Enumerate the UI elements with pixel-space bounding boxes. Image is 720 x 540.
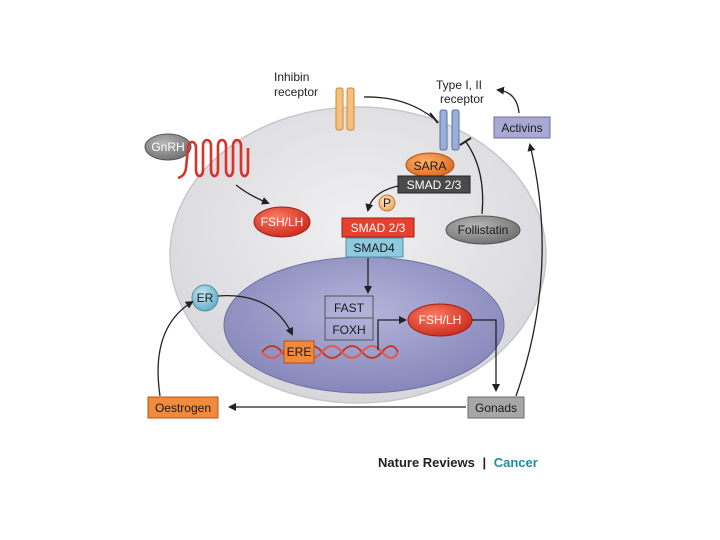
inhibin-receptor-icon [335,87,355,131]
oestrogen-node: Oestrogen [147,396,219,419]
type-receptor-label: Type I, II receptor [436,78,485,106]
follistatin-inhibition [465,141,484,215]
phosphate-node: P [378,194,396,212]
phosphate-label: P [383,196,391,210]
gnrh-label: GnRH [151,140,184,154]
gonads-to-activins-arrow [515,143,543,397]
follistatin-node: Follistatin [445,215,521,245]
journal-section: Cancer [494,455,538,470]
inhibin-to-receptor-inhibition [363,96,434,119]
smad4-node: SMAD4 [345,237,404,258]
fshlh-nuc-node: FSH/LH [407,303,473,337]
ere-node: ERE [283,340,315,364]
smad4-label: SMAD4 [353,241,395,255]
activins-to-receptor-arrow [496,86,520,114]
activins-node: Activins [493,116,551,139]
type-receptor-icon [439,109,460,151]
journal-credit: Nature Reviews | Cancer [378,455,538,470]
fshlh-to-gonads-arrow [472,319,500,392]
transcription-arrow [377,316,407,350]
gnrh-to-fshlh-arrow [235,184,270,205]
fshlh-cyto-label: FSH/LH [261,215,304,229]
fast-foxh-box: FAST FOXH [324,295,374,341]
er-label: ER [197,291,214,305]
smad23-top-node: SMAD 2/3 [397,175,471,194]
sara-node: SARA [405,152,455,178]
gnrh-receptor-icon [184,138,250,178]
foxh-label: FOXH [332,323,365,337]
oestrogen-to-er-arrow [157,300,194,397]
gonads-label: Gonads [475,401,517,415]
follistatin-label: Follistatin [458,223,509,237]
fast-label: FAST [334,301,365,315]
smad23-top-label: SMAD 2/3 [407,178,462,192]
credit-separator: | [482,455,486,470]
gnrh-node: GnRH [144,133,192,161]
activins-label: Activins [501,121,542,135]
er-node: ER [191,284,219,312]
gonads-node: Gonads [467,396,525,419]
fshlh-nuc-label: FSH/LH [419,313,462,327]
fshlh-cyto-node: FSH/LH [253,206,311,238]
smad23-node: SMAD 2/3 [341,217,415,238]
phosphorylation-arrow [365,185,399,212]
inhibin-receptor-label: Inhibin receptor [274,70,318,99]
journal-name: Nature Reviews [378,455,475,470]
smad23-label: SMAD 2/3 [351,221,406,235]
er-to-ere-arrow [217,295,294,336]
ere-label: ERE [287,345,312,359]
oestrogen-label: Oestrogen [155,401,211,415]
sara-label: SARA [414,159,447,173]
